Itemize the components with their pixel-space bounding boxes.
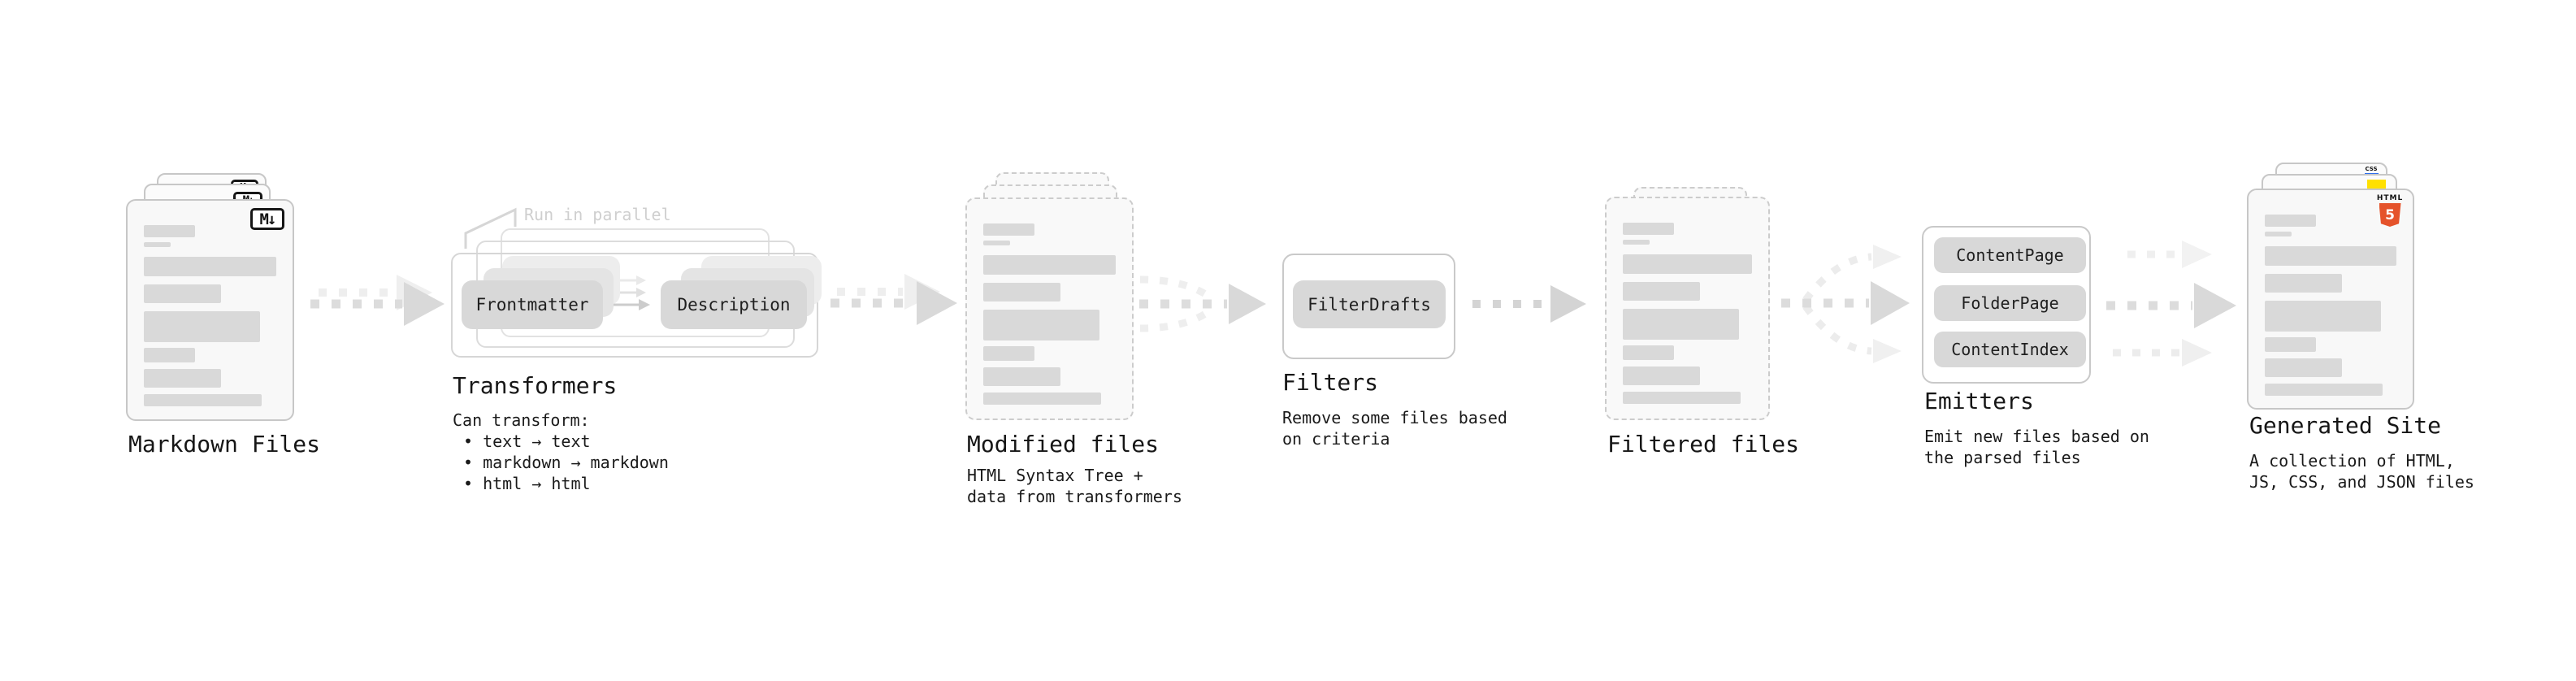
run-in-parallel-note: Run in parallel [524, 205, 671, 224]
arrow-frontmatter-to-description [609, 275, 650, 310]
arrow-filtered-to-emitters [1781, 245, 1910, 363]
arrow-markdown-to-transformers [310, 275, 445, 326]
details-line: A collection of HTML, [2249, 451, 2455, 471]
transformers-details: Can transform: • text → text • markdown … [453, 410, 669, 494]
details-line: the parsed files [1924, 448, 2081, 467]
html5-icon-label: HTML [2376, 194, 2404, 202]
document-content-placeholder [2265, 215, 2396, 396]
description-pill: Description [661, 280, 807, 329]
generated-site-title: Generated Site [2249, 412, 2442, 439]
arrow-filters-to-filtered [1472, 285, 1586, 323]
markdown-file-card: M↓ [126, 199, 294, 421]
frontmatter-pill: Frontmatter [462, 280, 603, 329]
site-file-card-html: HTML 5 [2247, 189, 2414, 410]
modified-files-title: Modified files [967, 431, 1160, 458]
details-line: Can transform: [453, 410, 590, 430]
document-content-placeholder [983, 223, 1116, 405]
arrow-modified-to-filters [1139, 275, 1266, 332]
details-line: JS, CSS, and JSON files [2249, 472, 2474, 492]
document-content-placeholder [1623, 223, 1752, 404]
emitters-title: Emitters [1924, 388, 2034, 414]
html5-icon: HTML 5 [2375, 194, 2405, 227]
filtered-file-card [1605, 197, 1770, 420]
generated-site-details: A collection of HTML, JS, CSS, and JSON … [2249, 450, 2474, 492]
document-content-placeholder [144, 225, 276, 406]
filters-details: Remove some files based on criteria [1282, 407, 1507, 449]
arrow-emitters-to-site [2106, 241, 2236, 367]
details-line: HTML Syntax Tree + [967, 466, 1143, 485]
modified-files-details: HTML Syntax Tree + data from transformer… [967, 465, 1182, 507]
contentpage-pill: ContentPage [1934, 237, 2086, 273]
details-line: on criteria [1282, 429, 1390, 449]
folderpage-pill: FolderPage [1934, 285, 2086, 321]
html5-icon-shield: 5 [2379, 203, 2401, 227]
details-line: • markdown → markdown [463, 453, 669, 472]
transformer-box [451, 253, 818, 358]
run-in-parallel-leader-line [464, 207, 517, 249]
details-line: • text → text [463, 432, 591, 451]
filters-title: Filters [1282, 369, 1379, 396]
filterdrafts-pill: FilterDrafts [1293, 280, 1446, 328]
details-line: Emit new files based on [1924, 427, 2149, 446]
css-icon-label: CSS [2365, 166, 2378, 172]
arrow-transformers-to-modified [830, 274, 957, 325]
details-line: data from transformers [967, 487, 1182, 506]
markdown-files-title: Markdown Files [128, 431, 321, 458]
details-line: • html → html [463, 474, 591, 493]
markdown-icon: M↓ [250, 208, 284, 230]
details-line: Remove some files based [1282, 408, 1507, 427]
filtered-files-title: Filtered files [1607, 431, 1800, 458]
modified-file-card [965, 197, 1134, 420]
emitters-details: Emit new files based on the parsed files [1924, 426, 2149, 468]
contentindex-pill: ContentIndex [1934, 332, 2086, 367]
transformers-title: Transformers [453, 372, 618, 399]
